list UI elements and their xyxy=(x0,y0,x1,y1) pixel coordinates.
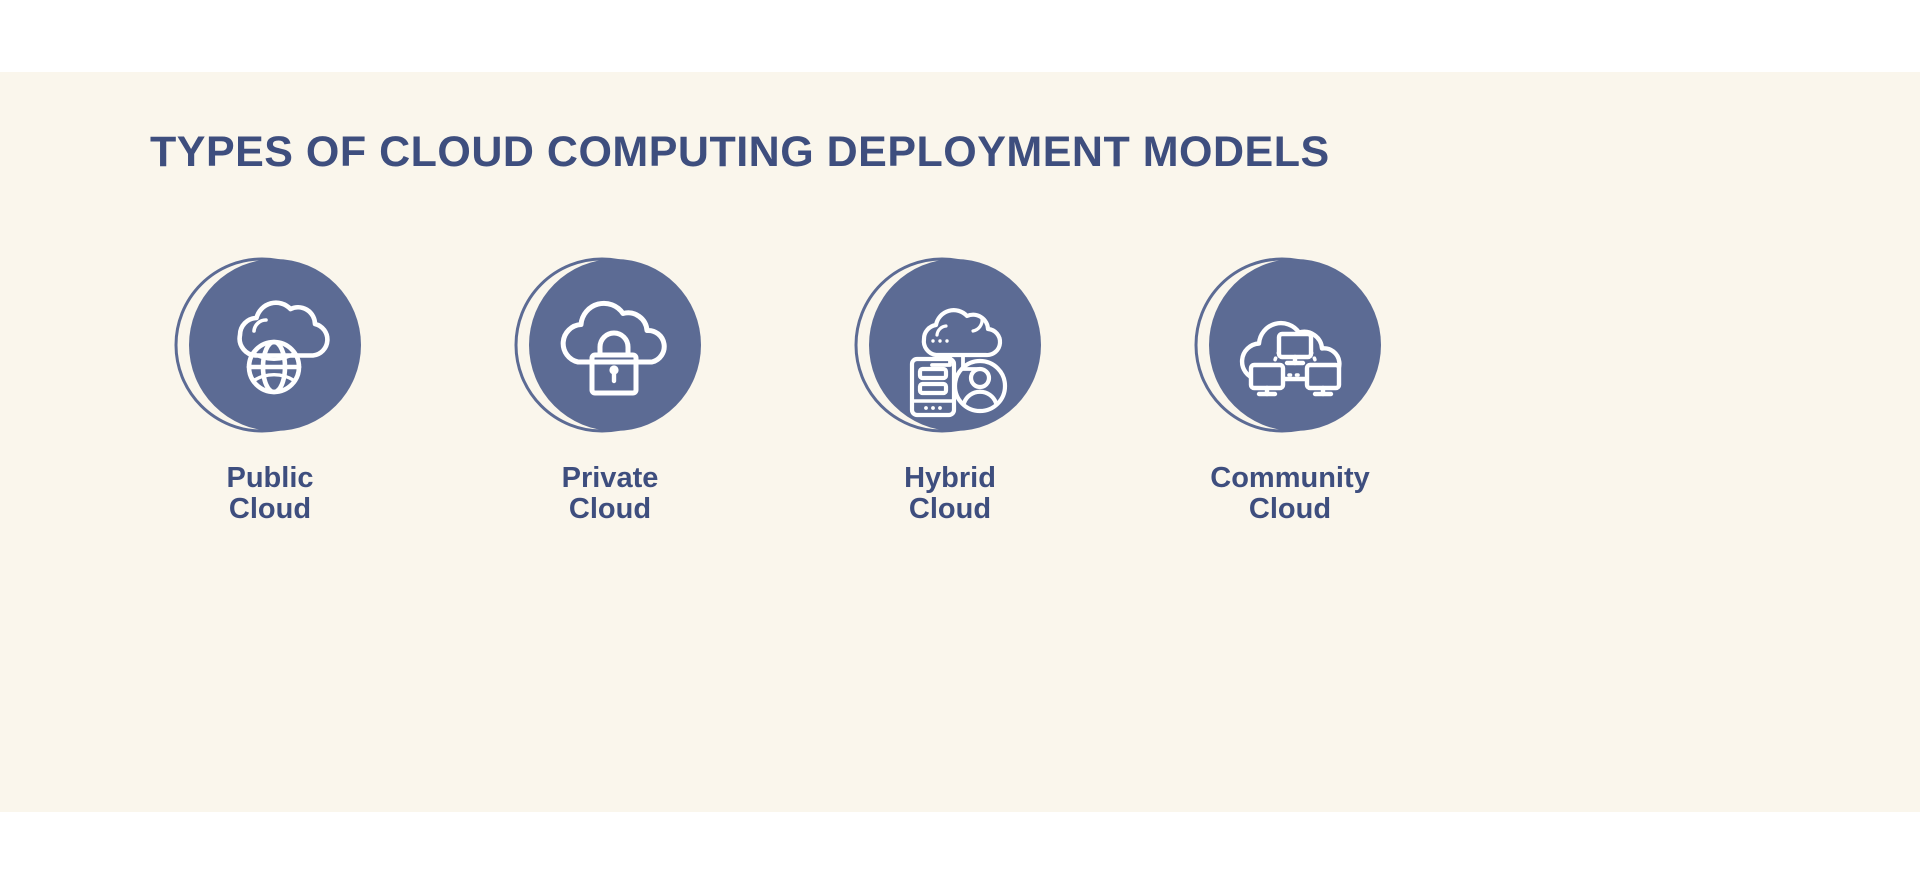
badge-private-cloud xyxy=(510,255,710,435)
model-label-private-cloud: Private Cloud xyxy=(561,462,659,526)
badge-community-cloud xyxy=(1190,255,1390,435)
badge-disc xyxy=(529,259,701,431)
content-panel xyxy=(0,72,1920,812)
page-title: TYPES OF CLOUD COMPUTING DEPLOYMENT MODE… xyxy=(150,128,1330,176)
model-label-hybrid-cloud: Hybrid Cloud xyxy=(904,462,996,526)
model-label-public-cloud: Public Cloud xyxy=(226,462,314,526)
cloud-server-user-icon xyxy=(909,308,1008,418)
cloud-globe-icon xyxy=(237,300,330,395)
badge-hybrid-cloud xyxy=(850,255,1050,435)
cloud-network-monitors-icon xyxy=(1239,320,1342,397)
model-card-community-cloud[interactable]: Community Cloud xyxy=(1140,255,1440,526)
cloud-lock-icon xyxy=(560,300,667,396)
badge-disc xyxy=(189,259,361,431)
model-label-community-cloud: Community Cloud xyxy=(1210,462,1370,526)
badge-public-cloud xyxy=(170,255,370,435)
model-card-public-cloud[interactable]: Public Cloud xyxy=(120,255,420,526)
model-card-private-cloud[interactable]: Private Cloud xyxy=(460,255,760,526)
model-card-hybrid-cloud[interactable]: Hybrid Cloud xyxy=(800,255,1100,526)
